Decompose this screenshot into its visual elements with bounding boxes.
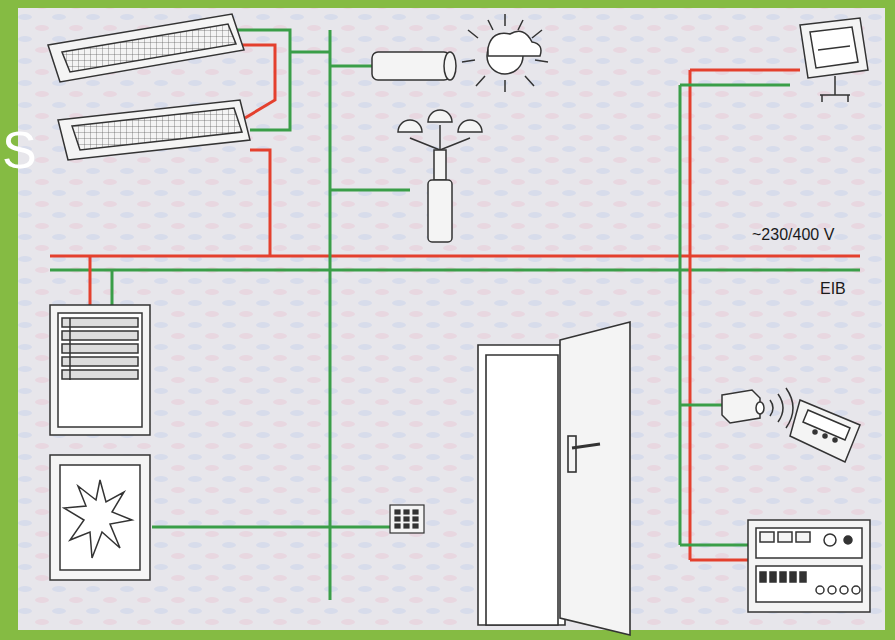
voltage-label: ~230/400 V [752, 226, 834, 244]
bus-label: EIB [820, 280, 846, 298]
title-fragment: S [2, 120, 37, 180]
